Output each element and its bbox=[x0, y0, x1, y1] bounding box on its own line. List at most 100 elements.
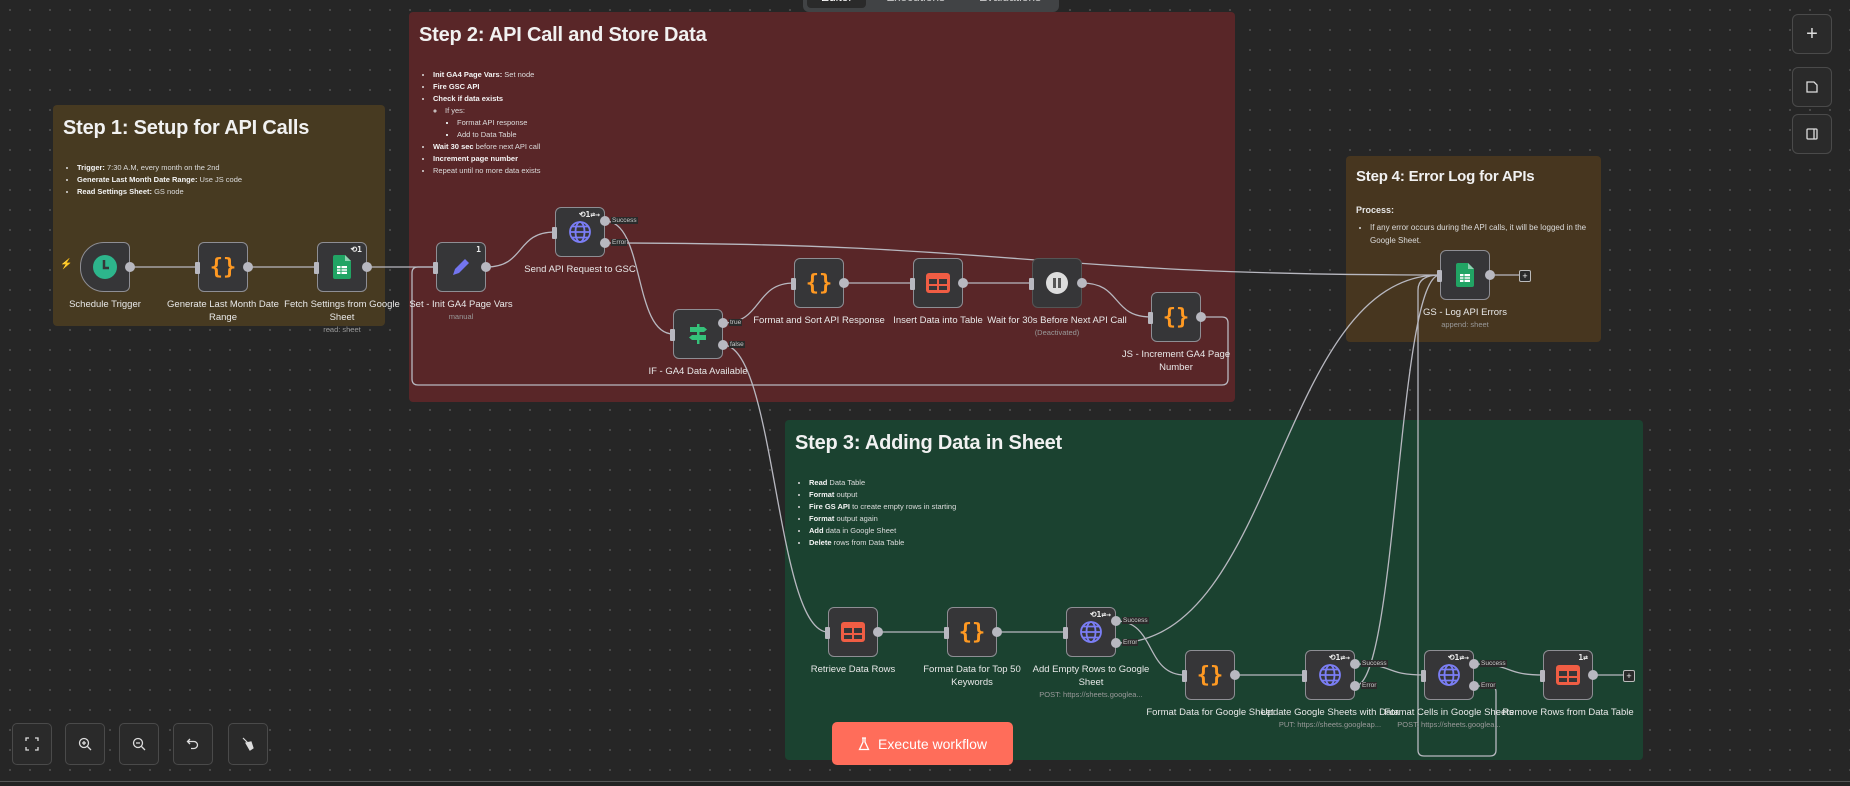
execute-workflow-label: Execute workflow bbox=[878, 735, 987, 752]
node-label: Schedule Trigger bbox=[35, 298, 175, 311]
add-next-node-button[interactable]: + bbox=[1623, 670, 1635, 682]
add-next-node-button[interactable]: + bbox=[1519, 270, 1531, 282]
note-list: If any error occurs during the API calls… bbox=[1356, 221, 1591, 247]
fit-view-button[interactable] bbox=[12, 723, 52, 765]
output-handle-error[interactable] bbox=[1350, 681, 1360, 691]
step-2-note[interactable]: Step 2: API Call and Store DataInit GA4 … bbox=[409, 12, 1235, 402]
output-handle[interactable] bbox=[839, 278, 849, 288]
input-handle[interactable] bbox=[1182, 670, 1187, 682]
output-handle-true[interactable] bbox=[718, 318, 728, 328]
output-handle[interactable] bbox=[1196, 312, 1206, 322]
input-handle[interactable] bbox=[195, 262, 200, 274]
output-handle[interactable] bbox=[1588, 670, 1598, 680]
zoom-out-button[interactable] bbox=[119, 723, 159, 765]
node-format-and-sort-api-response[interactable]: {} bbox=[791, 258, 849, 308]
node-generate-last-month-date-range[interactable]: {} bbox=[195, 242, 253, 292]
node-format-data-for-google-sheet[interactable]: {} bbox=[1182, 650, 1240, 700]
tab-editor[interactable]: Editor bbox=[807, 0, 867, 8]
input-handle[interactable] bbox=[1148, 312, 1153, 324]
node-badge: ⟲1⇄→ bbox=[578, 210, 600, 219]
input-handle[interactable] bbox=[791, 278, 796, 290]
input-handle[interactable] bbox=[944, 627, 949, 639]
output-handle[interactable] bbox=[1485, 270, 1495, 280]
node-format-data-for-top-50-keywords[interactable]: {} bbox=[944, 607, 1002, 657]
output-handle[interactable] bbox=[992, 627, 1002, 637]
note-list-item: Read Settings Sheet: GS node bbox=[77, 186, 375, 198]
tab-executions[interactable]: Executions bbox=[872, 0, 959, 8]
input-handle[interactable] bbox=[1063, 627, 1068, 639]
note-item-text: If yes: bbox=[445, 106, 466, 115]
output-handle-success[interactable] bbox=[1111, 616, 1121, 626]
node-js-increment-ga4-page-number[interactable]: {} bbox=[1148, 292, 1206, 342]
code-braces-icon: {} bbox=[958, 619, 986, 645]
input-handle[interactable] bbox=[1437, 270, 1442, 282]
undo-button[interactable] bbox=[173, 723, 213, 765]
node-wait-for-30s-before-next-api-call[interactable] bbox=[1029, 258, 1087, 308]
output-handle[interactable] bbox=[125, 262, 135, 272]
note-list-item: Wait 30 sec before next API call bbox=[433, 141, 1225, 153]
input-handle[interactable] bbox=[910, 278, 915, 290]
node-remove-rows-from-data-table[interactable]: 1⇄ bbox=[1540, 650, 1598, 700]
input-handle[interactable] bbox=[1029, 278, 1034, 290]
output-handle-success[interactable] bbox=[1350, 659, 1360, 669]
panel-icon bbox=[1806, 128, 1818, 140]
node-schedule-trigger[interactable] bbox=[80, 242, 135, 292]
node-retrieve-data-rows[interactable] bbox=[825, 607, 883, 657]
input-handle[interactable] bbox=[552, 227, 557, 239]
plus-icon: + bbox=[1806, 22, 1818, 45]
input-handle[interactable] bbox=[1302, 670, 1307, 682]
node-label: Format Data for Google Sheet bbox=[1140, 706, 1280, 719]
output-handle-error[interactable] bbox=[1111, 638, 1121, 648]
clock-icon bbox=[92, 254, 118, 280]
execute-workflow-button[interactable]: Execute workflow bbox=[832, 722, 1013, 765]
tab-evaluations[interactable]: Evaluations bbox=[965, 0, 1055, 8]
node-title: Retrieve Data Rows bbox=[810, 664, 896, 675]
note-item-text: rows from Data Table bbox=[831, 538, 905, 547]
node-insert-data-into-table[interactable] bbox=[910, 258, 968, 308]
note-list-item: Add to Data Table bbox=[457, 129, 1225, 141]
output-handle[interactable] bbox=[1077, 278, 1087, 288]
tidy-up-button[interactable] bbox=[228, 723, 268, 765]
input-handle[interactable] bbox=[1421, 670, 1426, 682]
output-handle[interactable] bbox=[958, 278, 968, 288]
broom-icon bbox=[242, 737, 254, 751]
step-1-note[interactable]: Step 1: Setup for API CallsTrigger: 7:30… bbox=[53, 105, 385, 326]
output-handle[interactable] bbox=[362, 262, 372, 272]
add-node-button[interactable]: + bbox=[1792, 14, 1832, 54]
input-handle[interactable] bbox=[433, 262, 438, 274]
output-handle[interactable] bbox=[481, 262, 491, 272]
note-title: Step 1: Setup for API Calls bbox=[63, 117, 310, 139]
node-fetch-settings-from-google-sheet[interactable]: ⟲1 bbox=[314, 242, 372, 292]
output-handle-error[interactable] bbox=[600, 238, 610, 248]
output-handle[interactable] bbox=[873, 627, 883, 637]
note-list-item: Delete rows from Data Table bbox=[809, 537, 1633, 549]
node-subtitle: append: sheet bbox=[1441, 320, 1489, 329]
output-handle-error[interactable] bbox=[1469, 681, 1479, 691]
input-handle[interactable] bbox=[314, 262, 319, 274]
toggle-panel-button[interactable] bbox=[1792, 114, 1832, 154]
note-list: Trigger: 7:30 A.M, every month on the 2n… bbox=[63, 162, 375, 198]
sticky-note-button[interactable] bbox=[1792, 67, 1832, 107]
output-handle[interactable] bbox=[243, 262, 253, 272]
output-handle-false[interactable] bbox=[718, 340, 728, 350]
input-handle[interactable] bbox=[670, 329, 675, 341]
output-handle[interactable] bbox=[1230, 670, 1240, 680]
input-handle[interactable] bbox=[825, 627, 830, 639]
zoom-in-button[interactable] bbox=[65, 723, 105, 765]
output-handle-success[interactable] bbox=[1469, 659, 1479, 669]
node-label: IF - GA4 Data Available bbox=[628, 365, 768, 378]
note-item-bold: Delete bbox=[809, 538, 832, 547]
node-set-init-ga4-page-vars[interactable]: 1 bbox=[433, 242, 491, 292]
table-icon bbox=[1556, 665, 1580, 685]
note-item-text: to create empty rows in starting bbox=[849, 502, 957, 511]
input-handle[interactable] bbox=[1540, 670, 1545, 682]
output-handle-success[interactable] bbox=[600, 216, 610, 226]
node-gs-log-api-errors[interactable] bbox=[1437, 250, 1495, 300]
node-title: Insert Data into Table bbox=[893, 315, 983, 326]
